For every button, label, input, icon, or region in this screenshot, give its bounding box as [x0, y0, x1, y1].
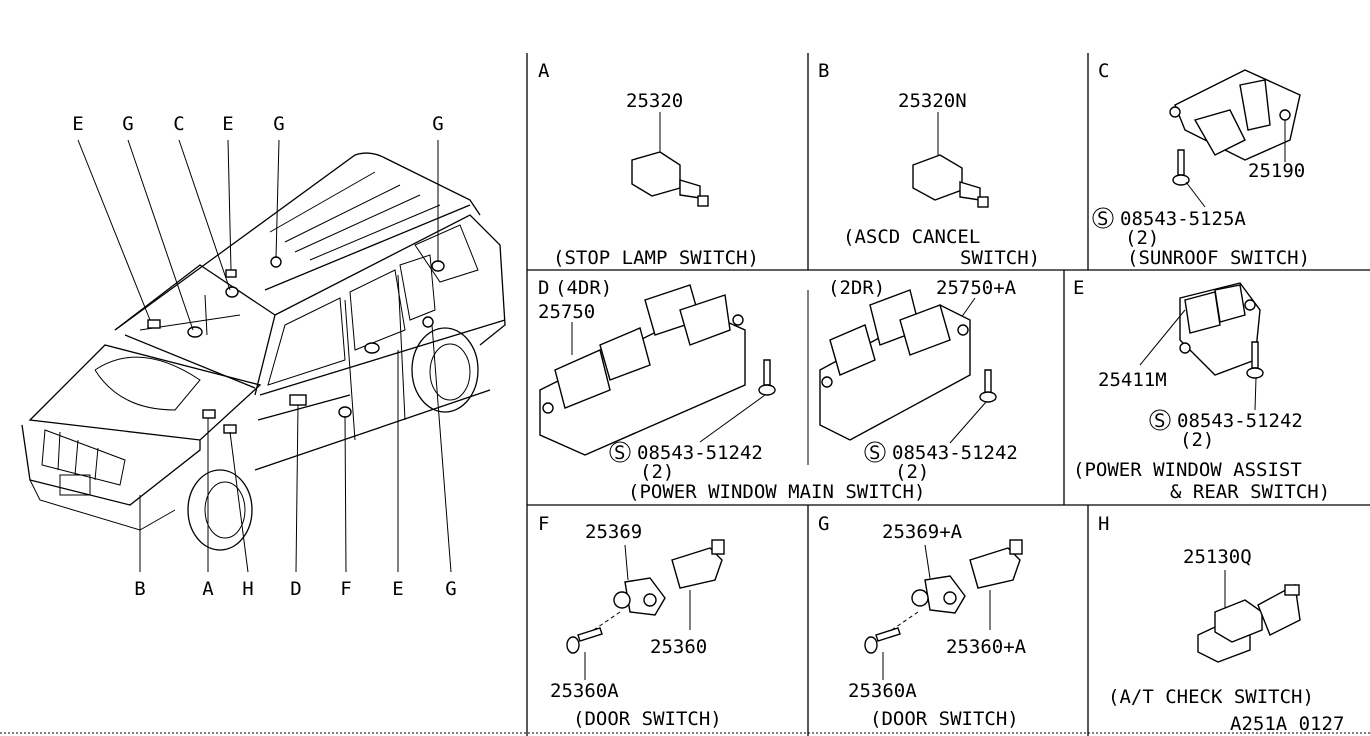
vehicle-label-d: D: [290, 578, 301, 600]
vehicle-label-e: E: [72, 113, 83, 135]
quantity: (2): [1125, 227, 1159, 249]
quantity: (2): [895, 461, 929, 483]
vehicle-label-g: G: [273, 113, 284, 135]
screw-icon: [864, 627, 901, 654]
screw-icon: [1172, 149, 1190, 186]
caption: (SUNROOF SWITCH): [1127, 247, 1310, 269]
panel-grid: [0, 53, 1370, 736]
vehicle-label-a: A: [202, 578, 214, 600]
caption: (POWER WINDOW MAIN SWITCH): [628, 481, 925, 503]
panel-letter: E: [1073, 277, 1084, 299]
power-window-assist-switch-icon: [1179, 282, 1261, 376]
part-number: 25369: [585, 521, 642, 543]
power-window-switch-2dr-icon: [819, 289, 971, 441]
screw-symbol: S: [1154, 410, 1165, 432]
screw-number: 08543-51242: [637, 442, 763, 464]
caption: (A/T CHECK SWITCH): [1108, 686, 1314, 708]
panel-g: G 25369+A 25360+A 25360A (DOOR SWITCH): [818, 513, 1027, 730]
part-number: 25130Q: [1183, 546, 1252, 568]
screw-icon: [979, 369, 997, 403]
vehicle-label-h: H: [242, 578, 253, 600]
part-number: 25360A: [550, 680, 619, 702]
panel-b: B 25320N (ASCD CANCEL SWITCH): [818, 60, 1040, 269]
caption-line-1: (POWER WINDOW ASSIST: [1073, 459, 1302, 481]
part-number: 25190: [1248, 160, 1305, 182]
panel-a: A 25320 (STOP LAMP SWITCH): [538, 60, 759, 269]
panel-c: C 25190 S 08543-5125A (2) (SUNROOF SWITC…: [1092, 60, 1310, 269]
quantity: (2): [640, 461, 674, 483]
part-number-2dr: 25750+A: [936, 277, 1017, 299]
variant-4dr: (4DR): [555, 277, 612, 299]
part-number-4dr: 25750: [538, 301, 595, 323]
ascd-cancel-switch-icon: [912, 154, 989, 208]
vehicle-label-e: E: [392, 578, 403, 600]
screw-number: 08543-51242: [892, 442, 1018, 464]
vehicle-label-g: G: [122, 113, 133, 135]
screw-symbol: S: [614, 442, 625, 464]
part-number: 25360A: [848, 680, 917, 702]
panel-letter: H: [1098, 513, 1109, 535]
panel-f: F 25369 25360 25360A (DOOR SWITCH): [538, 513, 725, 730]
variant-2dr: (2DR): [828, 277, 885, 299]
vehicle-label-e: E: [222, 113, 233, 135]
caption: (DOOR SWITCH): [870, 708, 1019, 730]
vehicle-label-g: G: [432, 113, 443, 135]
vehicle-illustration: [21, 139, 506, 573]
part-number: 25369+A: [882, 521, 963, 543]
panel-d: D (4DR) 25750 S 08543-51242 (2) (2DR) 25…: [538, 277, 1018, 503]
door-switch-icon: [911, 539, 1023, 614]
panel-e: E 25411M S 08543-51242 (2) (POWER WINDOW…: [1073, 277, 1330, 503]
panel-letter: F: [538, 513, 549, 535]
diagram-code: A251A 0127: [1230, 713, 1344, 735]
door-switch-icon: [613, 539, 725, 616]
part-number: 25411M: [1098, 369, 1167, 391]
screw-icon: [566, 627, 603, 654]
power-window-switch-4dr-icon: [539, 284, 746, 456]
screw-symbol: S: [869, 442, 880, 464]
part-number: 25320N: [898, 90, 967, 112]
caption-line-1: (ASCD CANCEL: [843, 226, 980, 248]
panel-letter: A: [538, 60, 550, 82]
panel-letter: C: [1098, 60, 1109, 82]
quantity: (2): [1180, 429, 1214, 451]
at-check-switch-icon: [1197, 583, 1301, 663]
vehicle-label-b: B: [134, 578, 145, 600]
panel-letter: G: [818, 513, 829, 535]
screw-icon: [1246, 341, 1264, 379]
caption: (DOOR SWITCH): [573, 708, 722, 730]
panel-letter: D: [538, 277, 549, 299]
panel-h: H 25130Q (A/T CHECK SWITCH) A251A 0127: [1098, 513, 1344, 735]
part-number: 25320: [626, 90, 683, 112]
part-number: 25360: [650, 636, 707, 658]
sunroof-switch-icon: [1169, 69, 1301, 161]
screw-number: 08543-51242: [1177, 410, 1303, 432]
vehicle-label-f: F: [340, 578, 351, 600]
panel-letter: B: [818, 60, 829, 82]
part-number: 25360+A: [946, 636, 1027, 658]
screw-icon: [758, 359, 776, 396]
vehicle-label-c: C: [173, 113, 184, 135]
caption: (STOP LAMP SWITCH): [553, 247, 759, 269]
screw-number: 08543-5125A: [1120, 208, 1246, 230]
screw-symbol: S: [1097, 208, 1108, 230]
stop-lamp-switch-icon: [631, 151, 709, 207]
caption-line-2: & REAR SWITCH): [1170, 481, 1330, 503]
caption-line-2: SWITCH): [960, 247, 1040, 269]
vehicle-label-g: G: [445, 578, 456, 600]
